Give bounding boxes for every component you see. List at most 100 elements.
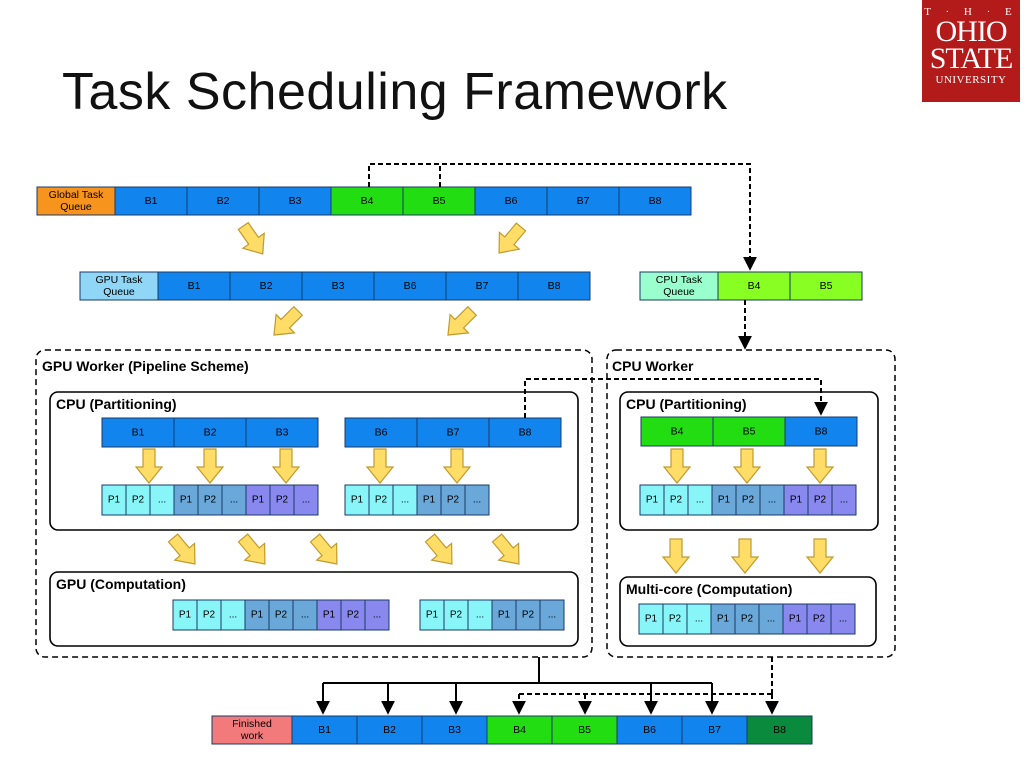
arrow-cpu-part-2 [805, 448, 835, 484]
arrow-global-to-gpu-2-shape [498, 222, 527, 254]
gpu-compute-strip-b-g0-p2-label: ... [476, 610, 484, 621]
finished-queue-block-b1-label: B1 [318, 724, 331, 736]
gpu-part-b-block-b6-cell [344, 417, 418, 448]
arrow-gpuq-to-worker-2 [447, 305, 478, 336]
cpu-worker-title: CPU Worker [612, 358, 694, 374]
gpu-compute-strip-b-g1-p2-cell [539, 599, 565, 631]
arrow-gpuq-to-worker-1 [273, 305, 304, 336]
gpu-part-a-block-b2-cell [173, 417, 247, 448]
gpu-part-a-block-b3-cell [245, 417, 319, 448]
gpu-part-strip-b-g1-p2-cell [464, 484, 490, 516]
arrow-gpu-to-compute-1-shape [237, 533, 266, 565]
finished-queue-block-b4-label: B4 [513, 724, 526, 736]
finished-queue-block-b3-cell [421, 715, 488, 745]
cpu-queue-block-b4-label: B4 [748, 280, 761, 292]
gpu-partition-title: CPU (Partitioning) [56, 396, 177, 412]
global-queue-block-b1-label: B1 [145, 195, 158, 207]
gpu-compute-strip-b-g0-p2-cell [467, 599, 493, 631]
cpu-compute-strip-g1-p1-label: P2 [741, 614, 754, 625]
gpu-compute-strip-a-g2-p2-cell [364, 599, 390, 631]
gpu-compute-strip-a-g1-p0-label: P1 [251, 610, 264, 621]
cpu-queue-label-text: Queue [663, 286, 695, 298]
cpu-compute-strip-g2-p2-cell [830, 603, 856, 635]
finished-label-text: Finished [232, 718, 272, 730]
global-queue-block-b8-label: B8 [649, 195, 662, 207]
cpu-part-strip-g0-p2-cell [687, 484, 713, 516]
arrow-cpu-to-compute-1-shape [730, 538, 760, 574]
gpu-part-strip-a-g2-p2-label: ... [302, 495, 310, 506]
gpu-queue-block-b8-label: B8 [548, 280, 561, 292]
arrow-gpu-to-compute-1 [237, 533, 266, 565]
global-queue-block-b5-label: B5 [433, 195, 446, 207]
gpu-queue-label-box [79, 271, 159, 301]
gpu-part-strip-a-g1-p2-cell [221, 484, 247, 516]
arrow-gpu-to-compute-0 [167, 533, 196, 565]
gpu-compute-strip-a-g2-p0-label: P1 [323, 610, 336, 621]
cpu-part-strip-g1-p2-label: ... [768, 495, 776, 506]
cpu-compute-strip-g1-p2-label: ... [767, 614, 775, 625]
gpu-part-b-block-b7-cell [416, 417, 490, 448]
finished-queue-block-b6-label: B6 [643, 724, 656, 736]
global-queue-block-b2-label: B2 [217, 195, 230, 207]
cpu-partition-title: CPU (Partitioning) [626, 396, 747, 412]
finished-queue-block-b7-label: B7 [708, 724, 721, 736]
logo-the: T · H · E [924, 6, 1018, 18]
gpu-part-strip-a-g2-p1-label: P2 [276, 495, 289, 506]
cpu-part-strip-g0-p0-label: P1 [646, 495, 659, 506]
arrow-gpuq-to-worker-2-shape [447, 305, 478, 336]
gpu-compute-strip-a-g1-p2-cell [292, 599, 318, 631]
arrow-cpu-part-1-shape [732, 448, 762, 484]
gpu-part-strip-a-g0-p1-cell [125, 484, 151, 516]
cpu-part-strip-g2-p1-label: P2 [814, 495, 827, 506]
finished-queue-block-b6-cell [616, 715, 683, 745]
gpu-part-strip-b-g0-p2-cell [392, 484, 418, 516]
global-queue-block-b6-label: B6 [505, 195, 518, 207]
arrow-cpu-to-compute-2-shape [805, 538, 835, 574]
cpu-part-block-b5-label: B5 [743, 426, 756, 438]
gpu-queue-block-b3-label: B3 [332, 280, 345, 292]
cpu-part-strip-g2-p0-label: P1 [790, 495, 803, 506]
gpu-compute-strip-b-g0-p0-cell [419, 599, 445, 631]
cpu-compute-strip-g2-p0-cell [782, 603, 808, 635]
arrow-gpu-part-4-shape [442, 448, 472, 484]
gpu-part-strip-a-g0-p2-label: ... [158, 495, 166, 506]
finished-queue-block-b7-cell [681, 715, 748, 745]
finished-queue-block-b8-cell [746, 715, 813, 745]
cpu-part-block-b4-cell [640, 416, 714, 447]
cpu-compute-strip-g1-p2-cell [758, 603, 784, 635]
gpu-compute-strip-a-g2-p0-cell [316, 599, 342, 631]
gpu-queue-label-text: Queue [103, 286, 135, 298]
finished-label-box [211, 715, 293, 745]
global-queue-block-b7-label: B7 [577, 195, 590, 207]
global-queue-block-b3-cell [258, 186, 332, 216]
finished-queue-block-b2-label: B2 [383, 724, 396, 736]
cpu-part-strip-g0-p2-label: ... [696, 495, 704, 506]
cpu-compute-strip-g0-p2-cell [686, 603, 712, 635]
gpu-partition-box [49, 391, 579, 531]
gpu-compute-strip-b-g0-p1-label: P2 [450, 610, 463, 621]
gpu-compute-strip-b-g0-p1-cell [443, 599, 469, 631]
global-queue-block-b8-cell [618, 186, 692, 216]
arrow-gpu-to-compute-4 [491, 533, 520, 565]
arrow-gpu-to-compute-3 [424, 533, 453, 565]
cpu-part-block-b8-label: B8 [815, 426, 828, 438]
gpu-queue-block-b1-cell [157, 271, 231, 301]
gpu-queue-block-b7-cell [445, 271, 519, 301]
arrow-global-to-gpu-1-shape [237, 221, 265, 255]
arrow-cpu-to-compute-0 [661, 538, 691, 574]
cpu-queue-label-box [639, 271, 719, 301]
logo-university: UNIVERSITY [935, 74, 1007, 86]
global-queue-block-b2-cell [186, 186, 260, 216]
cpu-part-block-b4-label: B4 [671, 426, 684, 438]
arrow-gpu-part-0-shape [134, 448, 164, 484]
gpu-worker-title: GPU Worker (Pipeline Scheme) [42, 358, 249, 374]
cpu-compute-strip-g1-p0-label: P1 [717, 614, 730, 625]
gpu-compute-strip-b-g1-p1-cell [515, 599, 541, 631]
cpu-compute-strip-g0-p1-cell [662, 603, 688, 635]
arrow-cpu-to-compute-1 [730, 538, 760, 574]
gpu-part-a-block-b2-label: B2 [204, 427, 217, 439]
gpu-part-strip-b-g0-p0-label: P1 [351, 495, 364, 506]
cpu-worker-box [606, 349, 896, 658]
gpu-compute-strip-b-g1-p2-label: ... [548, 610, 556, 621]
